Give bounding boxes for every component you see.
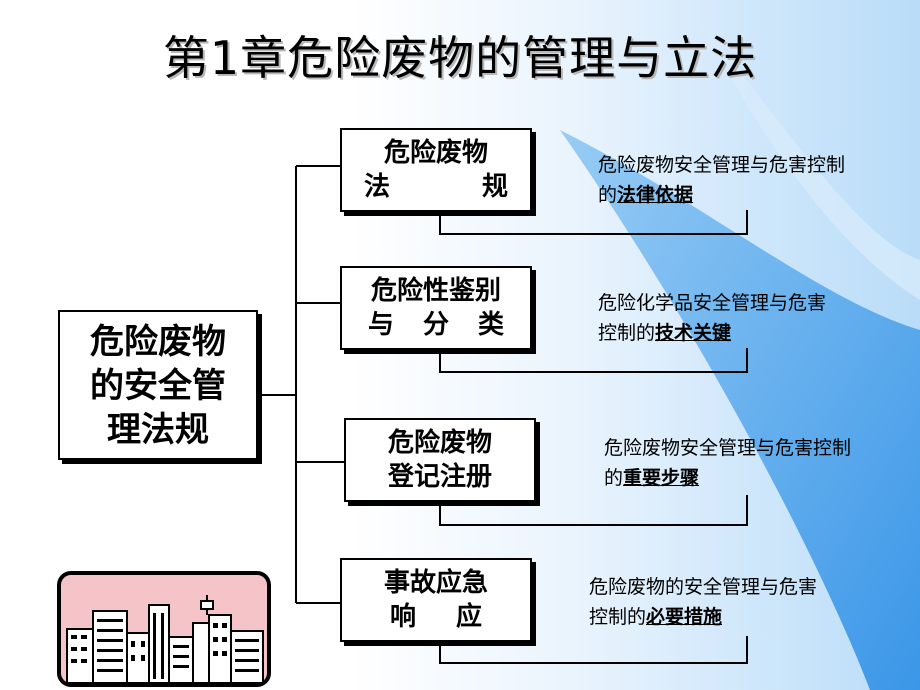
branch-box-registration: 危险废物 登记注册 — [344, 418, 536, 502]
branch-box-identification: 危险性鉴别 与分类 — [340, 266, 532, 350]
page-title: 第1章危险废物的管理与立法 — [162, 31, 758, 85]
description-emphasis: 重要步骤 — [623, 467, 700, 489]
main-topic-line-1: 危险废物 — [90, 322, 226, 362]
city-skyline-icon — [57, 571, 271, 687]
branch-label-line-1: 事故应急 — [383, 568, 488, 598]
branch-label-line-2: 法规 — [364, 172, 508, 202]
branch-description-registration: 危险废物安全管理与危害控制的重要步骤 — [604, 433, 854, 493]
description-emphasis: 技术关键 — [655, 322, 732, 344]
description-emphasis: 法律依据 — [617, 184, 694, 206]
branch-label-line-2: 登记注册 — [387, 462, 492, 492]
description-text: 危险废物安全管理与危害控制的 — [598, 154, 846, 206]
branch-label-line-1: 危险性鉴别 — [370, 276, 501, 306]
branch-label-line-1: 危险废物 — [387, 428, 492, 458]
branch-description-emergency: 危险废物的安全管理与危害控制的必要措施 — [589, 572, 829, 632]
branch-box-emergency: 事故应急 响应 — [340, 558, 532, 642]
description-text: 危险化学品安全管理与危害控制的 — [598, 292, 827, 344]
branch-label-line-1: 危险废物 — [383, 138, 488, 168]
branch-box-regulations: 危险废物 法规 — [340, 128, 532, 212]
main-topic-box: 危险废物 的安全管 理法规 — [58, 310, 258, 460]
branch-description-regulations: 危险废物安全管理与危害控制的法律依据 — [598, 150, 848, 210]
description-emphasis: 必要措施 — [646, 606, 723, 628]
description-text: 危险废物的安全管理与危害控制的 — [589, 576, 818, 628]
main-topic-line-3: 理法规 — [107, 410, 209, 450]
branch-label-line-2: 与分类 — [368, 310, 504, 340]
branch-label-line-2: 响应 — [390, 602, 482, 632]
description-text: 危险废物安全管理与危害控制的 — [604, 437, 852, 489]
main-topic-line-2: 的安全管 — [90, 366, 226, 406]
branch-description-identification: 危险化学品安全管理与危害控制的技术关键 — [598, 288, 838, 348]
